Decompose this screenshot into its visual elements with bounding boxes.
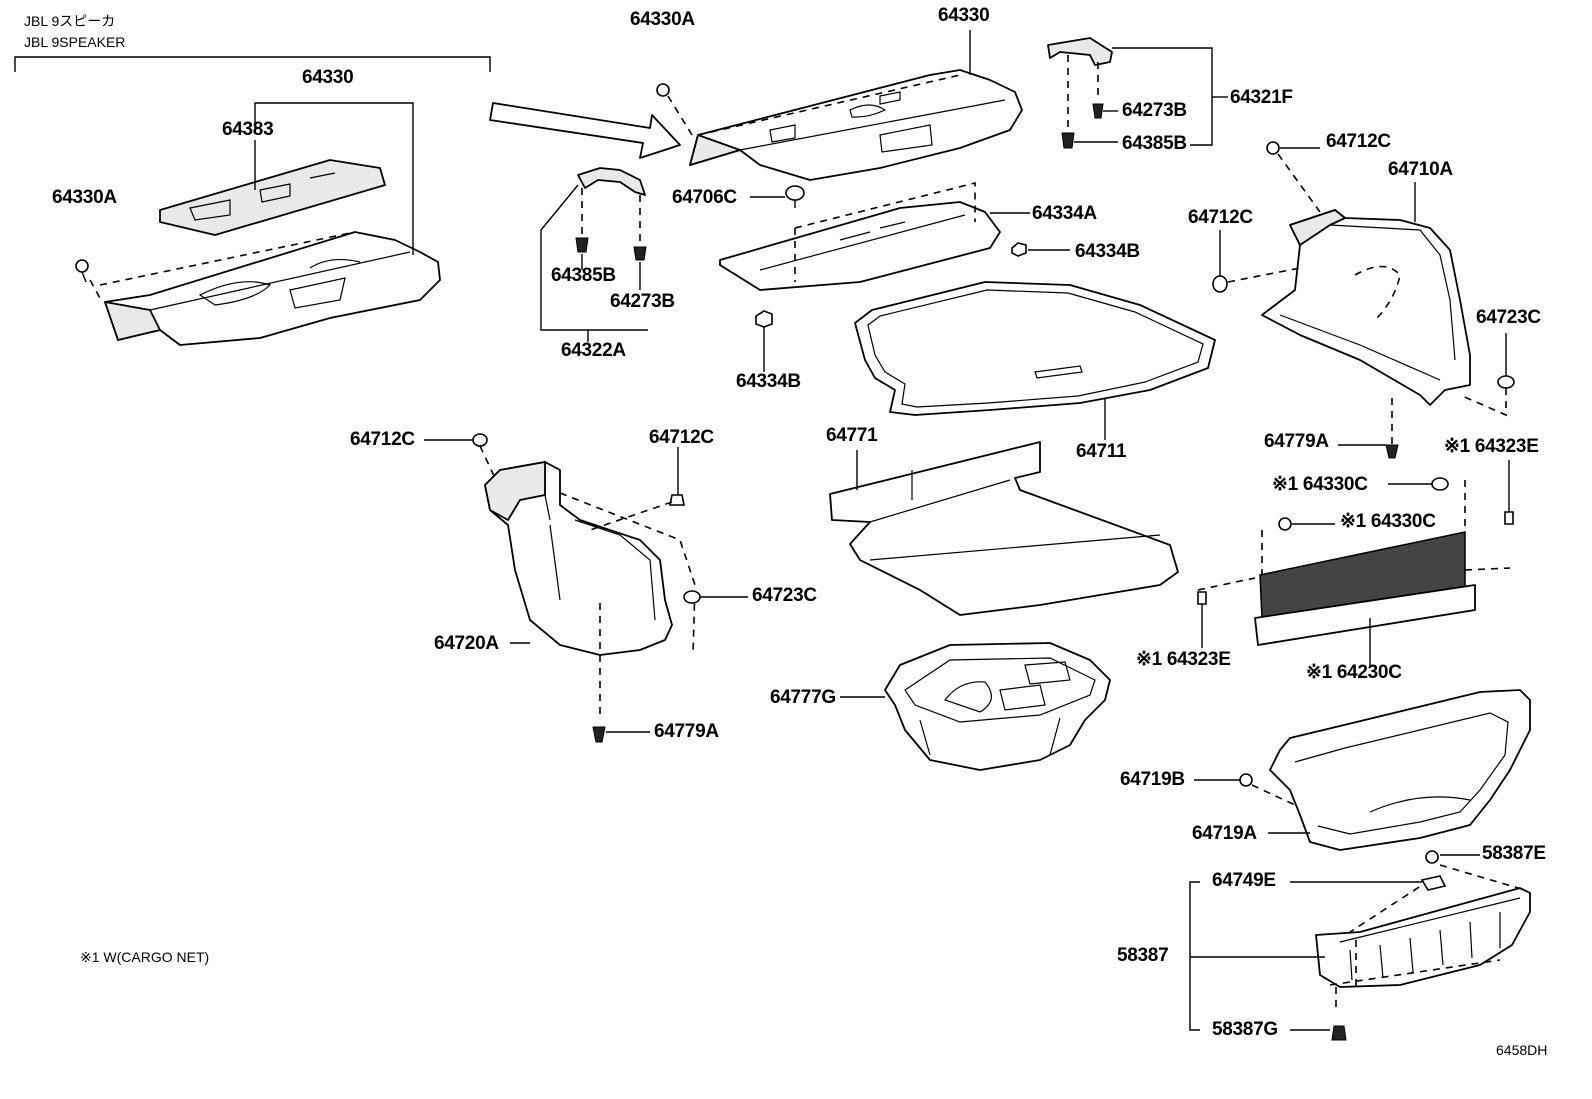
clip-64330A-left: [75, 259, 101, 299]
part-label: 64779A: [1264, 431, 1329, 452]
part-label: 64749E: [1212, 870, 1276, 891]
clip-64330C-upper: [1388, 477, 1449, 491]
clip-64712C-quarter-rh-b: [1212, 230, 1301, 293]
part-label: ※1 64330C: [1340, 511, 1436, 532]
clip-64330C-lower: [1278, 517, 1335, 531]
part-label: 64723C: [1476, 307, 1541, 328]
part-label: 58387E: [1482, 843, 1546, 864]
part-label: 58387: [1117, 945, 1169, 966]
spacer-64334B-right: [1011, 242, 1070, 257]
clip-64330A-center: [656, 83, 693, 136]
trunk-mat-64711: [854, 281, 1216, 440]
package-tray-trim-jbl: [99, 231, 441, 346]
figure-code: 6458DH: [1496, 1042, 1548, 1058]
storage-tray-64777G: [840, 642, 1111, 771]
part-label: 64712C: [1188, 207, 1253, 228]
speaker-panel-64383: [159, 159, 386, 236]
cargo-net-64230C: [1197, 480, 1511, 668]
clip-64723C-rh: [1459, 333, 1515, 417]
part-label: 64330A: [630, 9, 695, 30]
clip-64779A-rh: [1338, 444, 1399, 459]
part-label: 64385B: [1122, 133, 1187, 154]
deck-board-64334A: [719, 181, 1030, 291]
jbl-variant-label-jp: JBL 9スピーカ: [24, 13, 116, 29]
jbl-variant-bracket: [14, 56, 491, 72]
footnote: ※1 W(CARGO NET): [80, 949, 210, 965]
quarter-trim-rh-64710A: [1261, 182, 1471, 445]
part-label: 64334B: [1075, 241, 1140, 262]
part-label: 64777G: [770, 687, 836, 708]
part-label: 64273B: [610, 291, 675, 312]
trunk-lid-trim-64719A: [1251, 689, 1531, 851]
part-label: 64330A: [52, 187, 117, 208]
hook-64323E-upper: [1504, 460, 1514, 525]
part-label: 64712C: [350, 429, 415, 450]
part-label: 58387G: [1212, 1019, 1278, 1040]
clip-58387E: [1425, 850, 1480, 864]
part-label: 64719B: [1120, 769, 1185, 790]
part-label: 64322A: [561, 340, 626, 361]
clip-64719B: [1194, 773, 1253, 787]
part-label: 64321F: [1230, 87, 1293, 108]
clip-64779A-lh: [592, 726, 650, 743]
clip-64706C: [750, 185, 805, 208]
part-label: ※1 64230C: [1306, 662, 1402, 683]
bracket-64749E: [1290, 875, 1447, 891]
clip-64723C-lh: [683, 590, 748, 604]
rear-sill-plate-58387: [1315, 864, 1531, 1012]
part-label: 64712C: [1326, 131, 1391, 152]
bracket-64322A: [540, 167, 648, 342]
part-label: 64385B: [551, 265, 616, 286]
part-label: 64334B: [736, 371, 801, 392]
part-label: 64706C: [672, 187, 737, 208]
jbl-variant-label-en: JBL 9SPEAKER: [24, 34, 126, 50]
leader-64330-left: [254, 102, 414, 255]
trunk-floor-cover-64771: [829, 441, 1179, 616]
part-label: ※1 64323E: [1444, 436, 1539, 457]
clip-58387G: [1290, 1025, 1347, 1041]
part-label: ※1 64330C: [1272, 474, 1368, 495]
direction-arrow: [489, 102, 681, 159]
part-label: 64273B: [1122, 100, 1187, 121]
part-label: 64719A: [1192, 823, 1257, 844]
part-label: 64779A: [654, 721, 719, 742]
hook-64323E-lower: [1197, 591, 1207, 648]
part-label: 64720A: [434, 633, 499, 654]
part-label: 64330: [938, 5, 990, 26]
part-label: 64711: [1076, 441, 1127, 462]
clip-64712C-quarter-lh-b: [589, 447, 685, 531]
clip-64712C-quarter-lh-a: [424, 433, 496, 479]
part-label: 64712C: [649, 427, 714, 448]
part-label: ※1 64323E: [1136, 649, 1231, 670]
bracket-64321F: [1047, 37, 1228, 149]
leader-58387-group: [1189, 881, 1325, 1031]
package-tray-trim-std: [689, 69, 1023, 181]
part-label: 64710A: [1388, 159, 1453, 180]
clip-64712C-quarter-rh-a: [1266, 141, 1321, 213]
part-label: 64771: [826, 425, 878, 446]
part-label: 64330: [302, 67, 354, 88]
spacer-64334B-left: [755, 310, 773, 372]
part-label: 64723C: [752, 585, 817, 606]
part-label: 64383: [222, 119, 274, 140]
part-label: 64334A: [1032, 203, 1097, 224]
quarter-trim-lh-64720A: [484, 461, 696, 720]
